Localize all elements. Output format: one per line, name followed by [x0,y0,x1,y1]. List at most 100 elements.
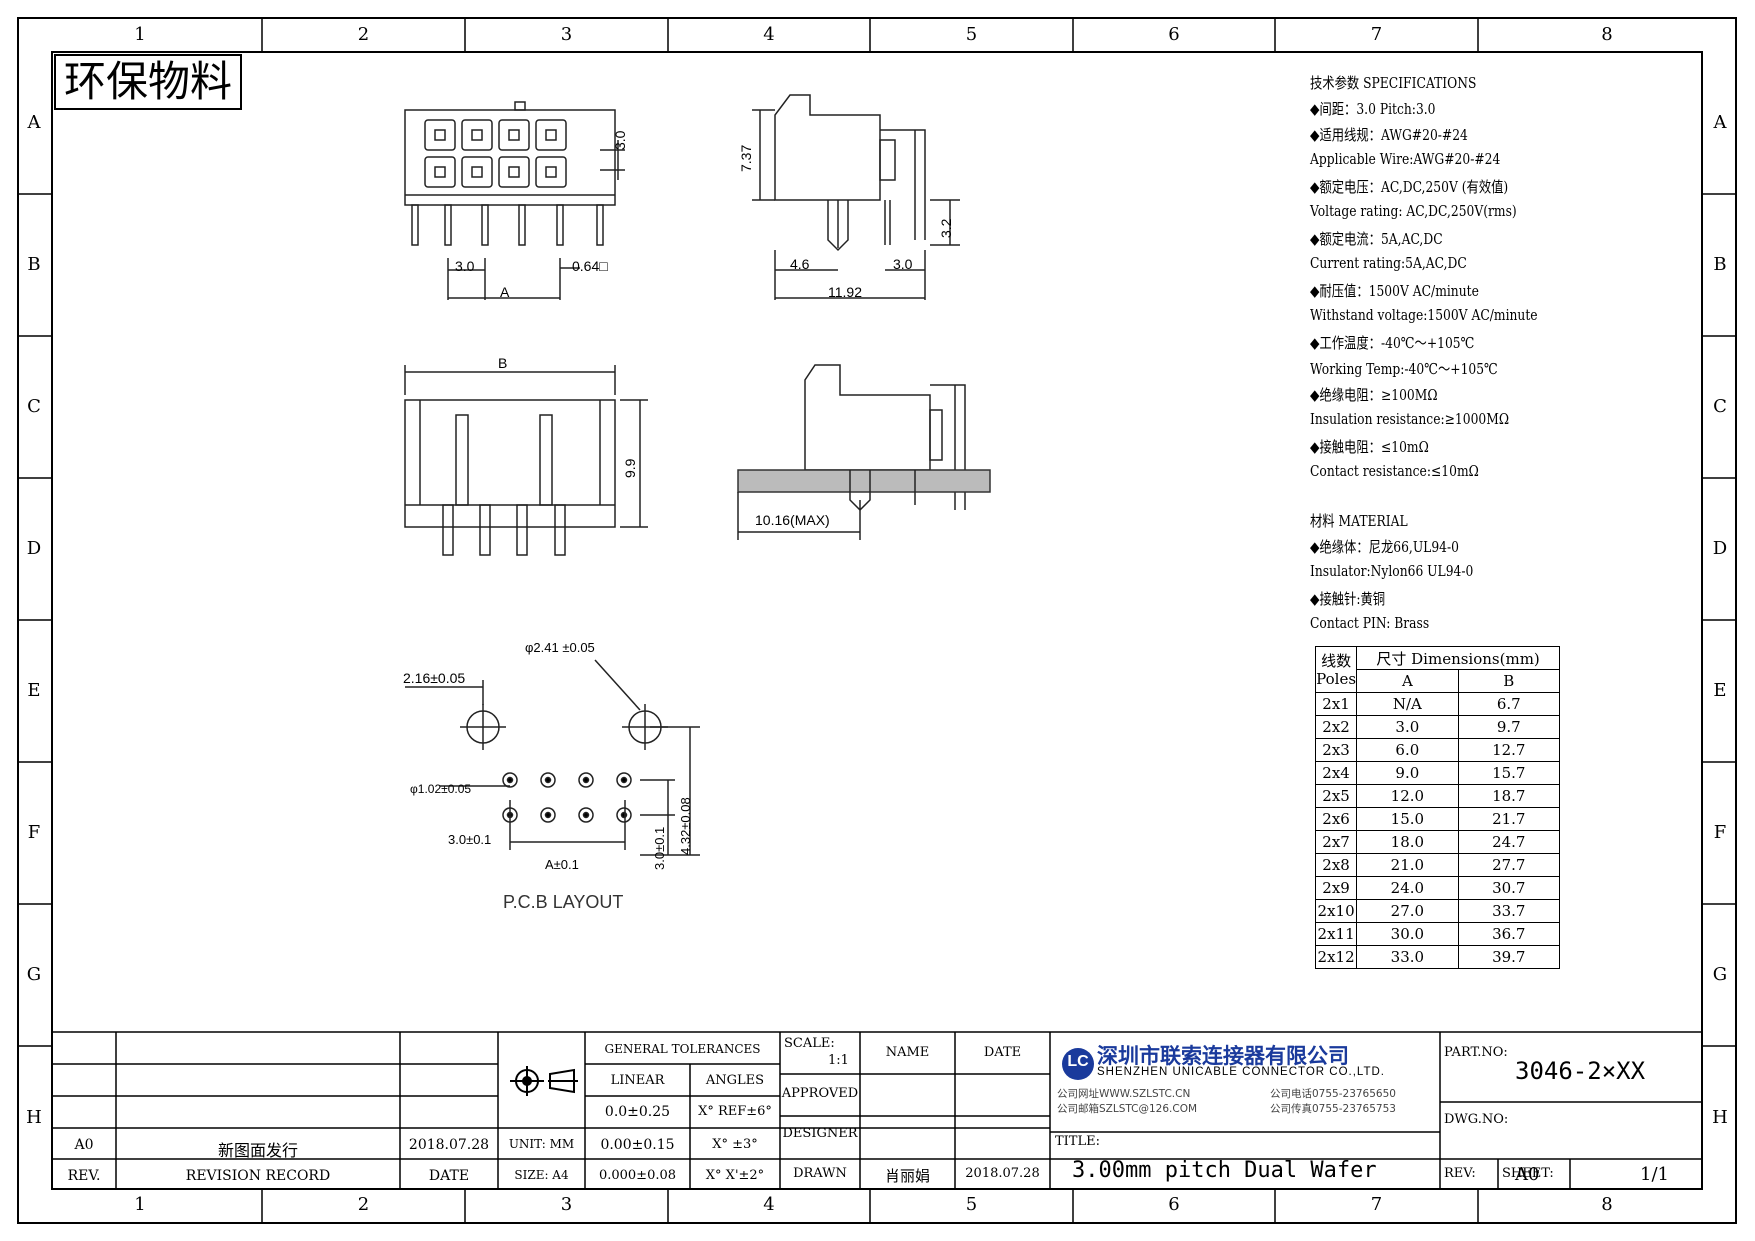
material-line: Contact PIN: Brass [1310,614,1430,632]
spec-line: Insulation resistance:≥1000MΩ [1310,410,1510,428]
grid-col-label: 7 [1370,24,1383,45]
top-view [404,365,648,556]
grid-col-label: 7 [1370,1194,1383,1215]
scale-value: 1:1 [828,1053,849,1068]
poles-cell: 2x5 [1314,784,1358,808]
dim-b-cell: 39.7 [1457,945,1561,969]
pcb-layout-title: P.C.B LAYOUT [503,892,624,912]
spec-line: ◆工作温度：-40℃～+105℃ [1310,334,1475,352]
grid-row-label: H [1712,1106,1728,1128]
material-line: ◆接触针:黄铜 [1310,590,1386,608]
grid-col-label: 4 [763,1194,775,1215]
poles-cell: 2x1 [1314,692,1358,716]
company-logo [1062,1048,1094,1080]
grid-row-label: F [27,822,41,843]
angle-tol-2: X° ±3° [712,1137,758,1152]
rev-value: A0 [74,1137,94,1153]
company-tel: 公司电话0755-23765650 [1270,1088,1396,1100]
dim-30b: 3.0 [893,256,913,272]
title-label: TITLE: [1055,1134,1100,1149]
dwg-no-label: DWG.NO: [1444,1112,1509,1127]
grid-col-label: 4 [763,24,775,45]
linear-tol-2: 0.00±0.15 [600,1137,675,1153]
grid-col-label: 1 [134,24,146,45]
spec-line: ◆适用线规：AWG#20-#24 [1310,126,1468,144]
grid-col-label: 2 [357,1194,370,1215]
spec-line: Current rating:5A,AC,DC [1310,254,1467,272]
scale-label: SCALE: [784,1036,835,1051]
drawn-name: 肖丽娟 [884,1167,930,1185]
dim-a-cell: 6.0 [1356,738,1459,762]
company-fax: 公司传真0755-23765753 [1270,1103,1396,1115]
grid-col-label: 6 [1168,24,1180,45]
mounted-view [737,364,991,540]
grid-row-label: H [26,1106,42,1128]
dim-pitch-h: 3.0 [455,258,475,274]
company-mail: 公司邮箱SZLSTC@126.COM [1057,1103,1198,1115]
dim-b-cell: 24.7 [1457,830,1561,854]
general-tolerances: GENERAL TOLERANCES [604,1042,761,1056]
grid-row-label: G [26,964,42,985]
dim-1192: 11.92 [828,284,862,300]
poles-cell: 2x11 [1314,922,1358,946]
grid-row-label: C [27,396,41,417]
spec-line: ◆额定电压：AC,DC,250V (有效值) [1310,178,1509,196]
dim-a-cell: 12.0 [1356,784,1459,808]
revision-date-value: 2018.07.28 [408,1137,490,1153]
dim-a-cell: 30.0 [1356,922,1459,946]
dim-b: B [498,355,508,371]
angles-label: ANGLES [705,1073,765,1088]
spec-line: ◆耐压值：1500V AC/minute [1310,282,1479,300]
company-name-en: SHENZHEN UNICABLE CONNECTOR CO.,LTD. [1097,1066,1385,1078]
drawn-label: DRAWN [793,1166,847,1181]
projection-symbol [510,1066,578,1096]
date-header: DATE [983,1045,1022,1060]
pcb-102: φ1.02±0.05 [410,782,472,796]
poles-cell: 2x8 [1314,853,1358,877]
spec-line: Applicable Wire:AWG#20-#24 [1310,150,1501,168]
dim-a-cell: 21.0 [1356,853,1459,877]
dim-a-cell: 18.0 [1356,830,1459,854]
grid-row-label: C [1713,396,1727,417]
pcb-216: 2.16±0.05 [403,670,466,686]
linear-tol-3: 0.000±0.08 [598,1168,677,1183]
grid-row-label: D [1712,538,1728,559]
spec-line: ◆接触电阻：≤10mΩ [1310,438,1429,456]
poles-cell: 2x6 [1314,807,1358,831]
spec-line: Withstand voltage:1500V AC/minute [1310,306,1538,324]
pcb-30: 3.0±0.1 [448,832,492,847]
spec-line: ◆绝缘电阻：≥100MΩ [1310,386,1438,404]
dim-a: A [500,284,510,300]
logo-text: LC [1067,1053,1089,1070]
grid-col-label: 8 [1601,24,1613,45]
grid-col-label: 2 [357,24,370,45]
linear-tol-1: 0.0±0.25 [604,1104,671,1120]
col-a-header: A [1356,669,1459,693]
dim-b-cell: 30.7 [1457,876,1561,900]
grid-col-label: 1 [134,1194,146,1215]
spec-heading: 技术参数 SPECIFICATIONS [1310,74,1477,92]
grid-row-label: E [27,680,41,701]
grid-col-label: 8 [1601,1194,1613,1215]
dim-pin: 0.64□ [572,258,608,274]
dim-a-cell: N/A [1356,692,1459,716]
angle-tol-3: X° X'±2° [705,1168,765,1183]
dim-b-cell: 33.7 [1457,899,1561,923]
side-view [752,94,960,300]
specifications-block: 技术参数 SPECIFICATIONS ◆间距：3.0 Pitch:3.0◆适用… [1310,72,1690,632]
col-b-header: B [1457,669,1561,693]
revision-record-value: 新图面发行 [217,1141,298,1160]
grid-row-label: B [1713,254,1727,275]
poles-cn-header: 线数 [1321,651,1352,670]
dim-b-cell: 12.7 [1457,738,1561,762]
poles-en-header: Poles [1316,669,1357,688]
